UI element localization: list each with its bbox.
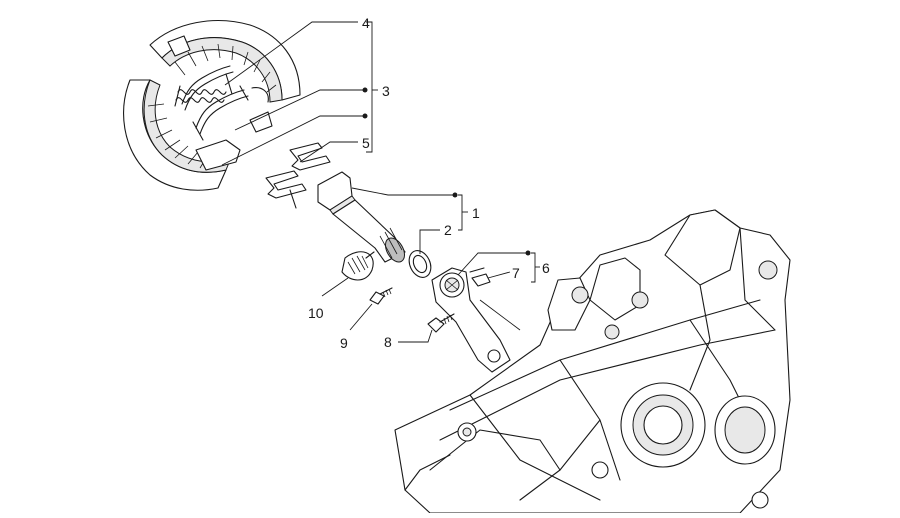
callout-8: 8 (384, 334, 392, 350)
engine-crankcase (394, 209, 791, 514)
part-1-brake-camshaft (317, 171, 406, 263)
callout-2: 2 (444, 222, 452, 238)
callout-7: 7 (512, 265, 520, 281)
part-9-screw (369, 287, 393, 305)
callout-1: 1 (472, 205, 480, 221)
brake-shoe-assembly (123, 20, 301, 191)
part-10-indicator-ring (341, 251, 375, 281)
brake-spring-lower (192, 85, 249, 141)
leader-lines (221, 21, 540, 343)
callout-6: 6 (542, 260, 550, 276)
part-5-spring-clips (265, 142, 331, 209)
callout-4: 4 (362, 15, 370, 31)
brake-spring-upper (174, 65, 234, 111)
part-6-brake-lever (431, 267, 511, 373)
callout-9: 9 (340, 335, 348, 351)
callout-10: 10 (308, 305, 324, 321)
part-7-screw (469, 267, 491, 287)
callout-3: 3 (382, 83, 390, 99)
part-8-bolt (427, 313, 455, 333)
callout-5: 5 (362, 135, 370, 151)
part-2-o-ring (408, 250, 432, 278)
